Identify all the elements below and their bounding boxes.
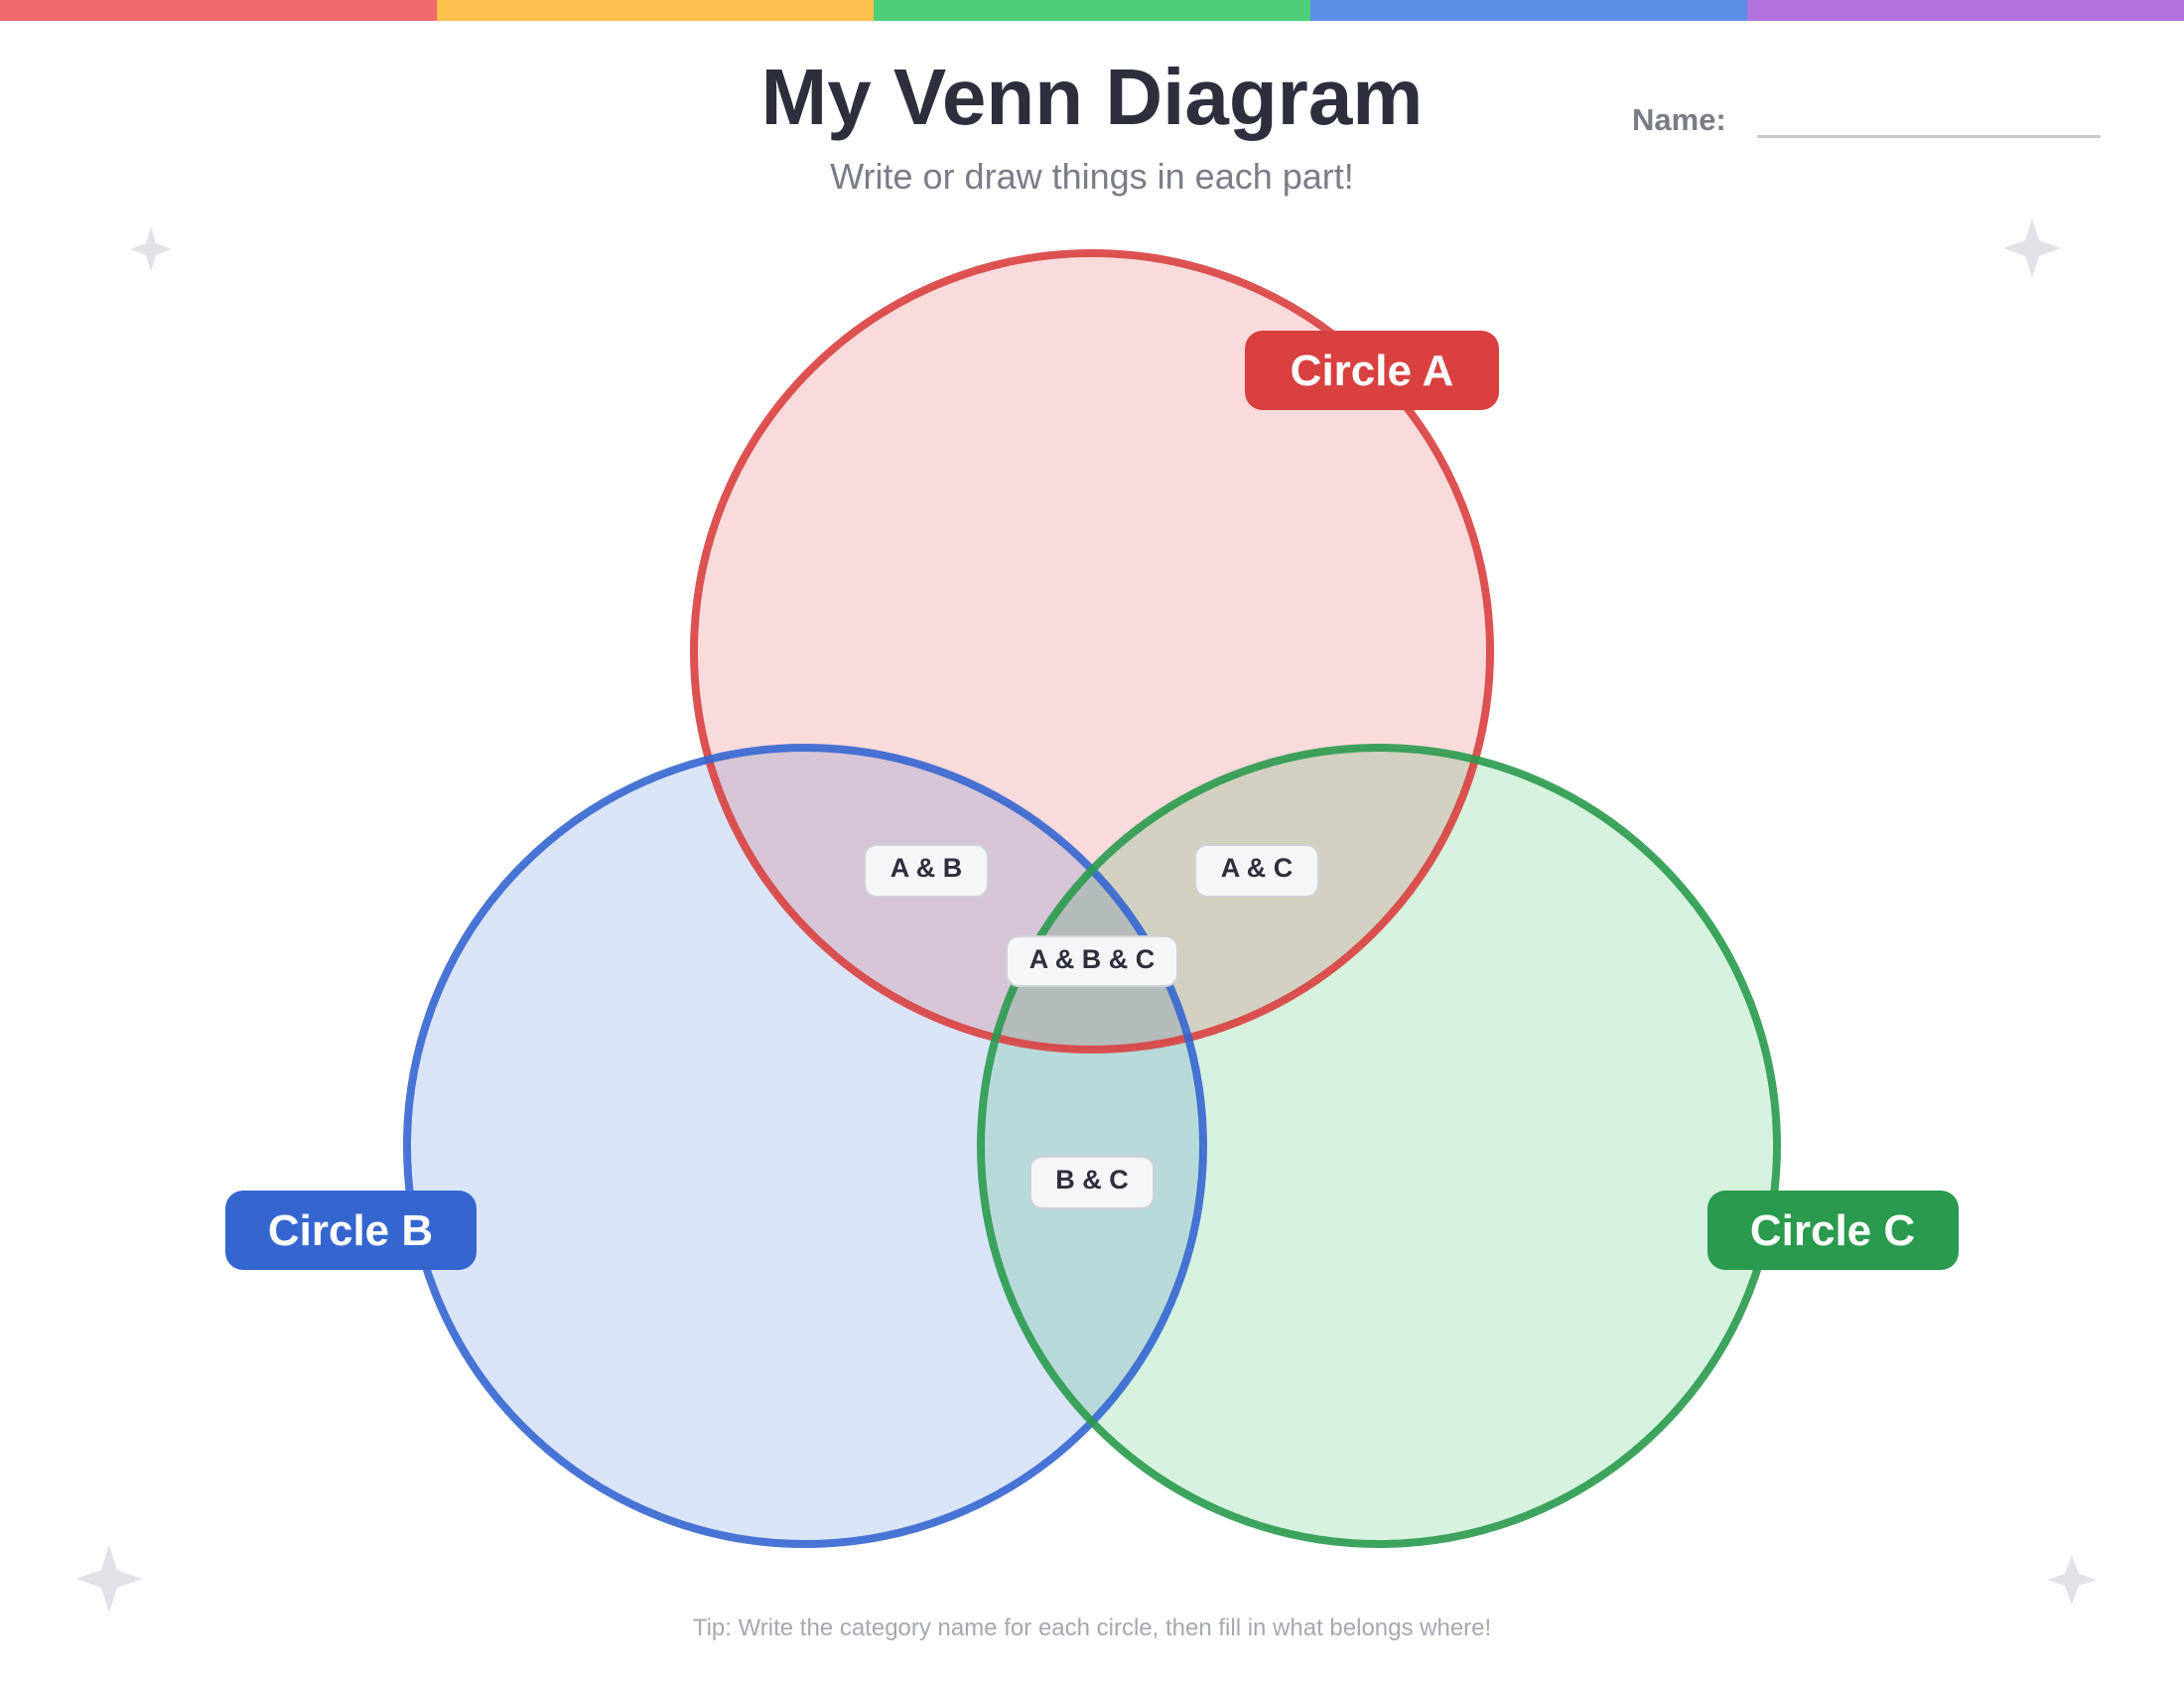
name-field-line[interactable] bbox=[1757, 135, 2101, 138]
region-ac-text: A & C bbox=[1221, 853, 1294, 883]
name-label: Name: bbox=[1632, 102, 1726, 137]
region-bc-label: B & C bbox=[1029, 1156, 1155, 1209]
circle-b-outline bbox=[403, 744, 1207, 1548]
region-ab-label: A & B bbox=[864, 844, 989, 898]
rainbow-stripe-red bbox=[0, 0, 437, 21]
circle-c-fill bbox=[981, 748, 1777, 1544]
sparkle-icon bbox=[2047, 1555, 2097, 1605]
rainbow-stripe-blue bbox=[1310, 0, 1747, 21]
circle-b-label-text: Circle B bbox=[268, 1206, 433, 1255]
circle-b-label[interactable]: Circle B bbox=[225, 1191, 477, 1270]
region-ac-label: A & C bbox=[1194, 844, 1319, 898]
circle-fills bbox=[407, 253, 1777, 1544]
sparkle-icon bbox=[130, 226, 172, 272]
sparkle-icon bbox=[2003, 218, 2061, 278]
rainbow-stripe-yellow bbox=[437, 0, 874, 21]
rainbow-stripe-green bbox=[874, 0, 1310, 21]
region-abc-text: A & B & C bbox=[1029, 944, 1156, 974]
page-title: My Venn Diagram bbox=[760, 53, 1424, 141]
region-bc-text: B & C bbox=[1055, 1165, 1129, 1195]
circle-b-fill bbox=[407, 748, 1203, 1544]
rainbow-top-bar bbox=[0, 0, 2184, 21]
circle-a-label-text: Circle A bbox=[1291, 347, 1454, 395]
circle-c-label[interactable]: Circle C bbox=[1707, 1191, 1959, 1270]
sparkle-icon bbox=[76, 1545, 142, 1613]
circle-a-outline bbox=[690, 249, 1494, 1054]
circle-c-label-text: Circle C bbox=[1750, 1206, 1915, 1255]
circle-c-outline bbox=[977, 744, 1781, 1548]
region-abc-label: A & B & C bbox=[1006, 935, 1178, 987]
rainbow-stripe-purple bbox=[1747, 0, 2184, 21]
page-subtitle: Write or draw things in each part! bbox=[830, 156, 1354, 197]
region-ab-text: A & B bbox=[890, 853, 963, 883]
circle-a-label[interactable]: Circle A bbox=[1245, 331, 1499, 410]
footer-tip: Tip: Write the category name for each ci… bbox=[692, 1615, 1492, 1641]
